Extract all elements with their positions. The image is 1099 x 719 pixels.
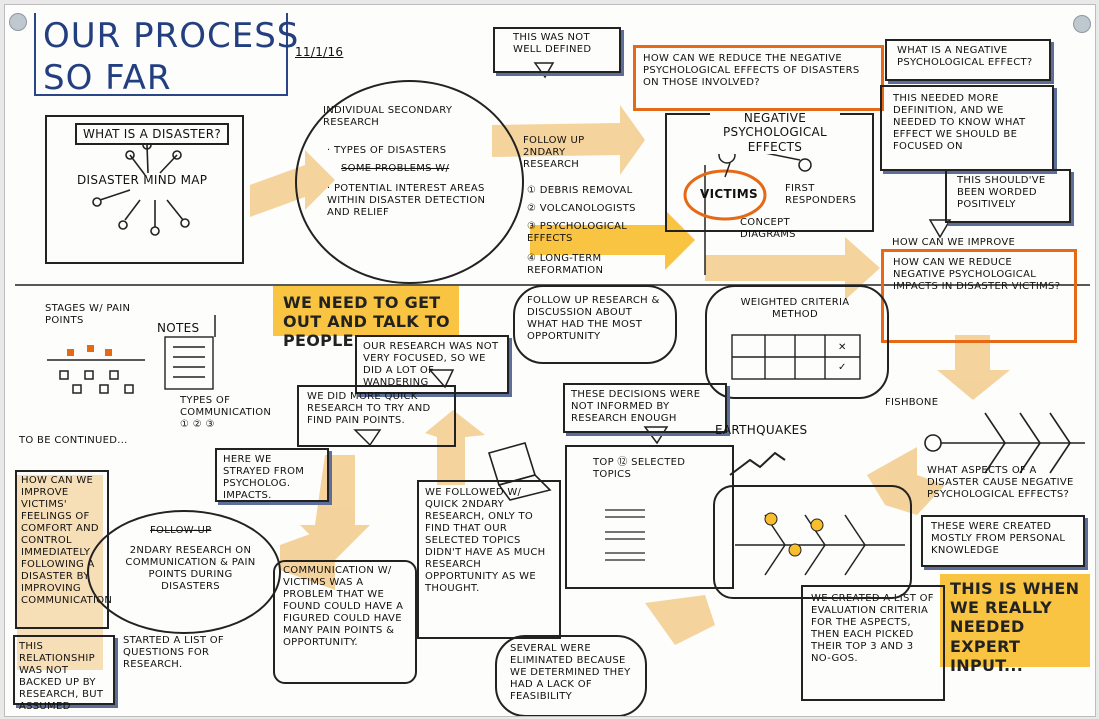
decisions-text: THESE DECISIONS WERE NOT INFORMED BY RES…: [571, 389, 701, 424]
checkmark-icon: ✓: [838, 362, 847, 373]
need-out-text: WE NEED TO GET OUT AND TALK TO PEOPLE: [283, 293, 450, 351]
victims-label: VICTIMS: [700, 187, 758, 201]
communication-box: [273, 560, 417, 684]
how-reduce-victims-text: HOW CAN WE REDUCE NEGATIVE PSYCHOLOGICAL…: [893, 257, 1061, 292]
highlight-bar: [273, 286, 459, 336]
research-focused-box: [355, 335, 509, 394]
what-negative-box: [885, 39, 1051, 81]
negative-effects-title: NEGATIVE PSYCHOLOGICAL EFFECTS: [710, 111, 840, 155]
how-improve-feelings-text: HOW CAN WE IMPROVE VICTIMS' FEELINGS OF …: [21, 475, 113, 606]
fishbone-label: FISHBONE: [885, 397, 939, 408]
second-research-text: 2ndARY RESEARCH ON COMMUNICATION & PAIN …: [125, 545, 256, 592]
several-eliminated-cloud: [495, 635, 647, 716]
how-reduce-text: HOW CAN WE REDUCE THE NEGATIVE PSYCHOLOG…: [643, 53, 860, 88]
earthquakes-label: EARTHQUAKES: [715, 423, 808, 437]
research-focused-text: OUR RESEARCH WAS NOT VERY FOCUSED, SO WE…: [363, 341, 499, 388]
list-item: ④ LONG-TERM REFORMATION: [527, 253, 604, 276]
what-aspects-text: WHAT ASPECTS OF A DISASTER CAUSE NEGATIV…: [927, 465, 1074, 500]
sketch-layer: [15, 13, 1090, 645]
communication-text: COMMUNICATION w/ VICTIMS WAS A PROBLEM T…: [283, 565, 404, 648]
secondary-item-1: · TYPES OF DISASTERS: [327, 145, 447, 156]
secondary-research-title: INDIVIDUAL SECONDARY RESEARCH: [323, 105, 453, 128]
top-topics-box: [565, 445, 734, 589]
followed-box: [417, 480, 561, 639]
list-item: ① DEBRIS REMOVAL: [527, 185, 633, 196]
secondary-item-1b: SOME PROBLEMS w/: [341, 163, 450, 174]
highlight-bar: [940, 574, 1090, 667]
what-negative-text: WHAT IS A NEGATIVE PSYCHOLOGICAL EFFECT?: [897, 45, 1033, 68]
types-communication-label: TYPES OF COMMUNICATION ① ② ③: [180, 395, 272, 430]
needed-definition-text: THIS NEEDED MORE DEFINITION, AND WE NEED…: [893, 93, 1026, 152]
secondary-item-2: · POTENTIAL INTEREST AREAS WITHIN DISAST…: [327, 183, 486, 218]
concept-diagrams-label: CONCEPT DIAGRAMS: [740, 217, 796, 240]
to-be-continued-label: TO BE CONTINUED...: [19, 435, 128, 446]
expert-input-text: THIS IS WHEN WE REALLY NEEDED EXPERT INP…: [950, 579, 1080, 675]
page-title: OUR PROCESS SO FAR: [43, 16, 300, 98]
cross-icon: ✕: [838, 342, 847, 353]
follow-up-title: FOLLOW UP 2ndARY RESEARCH: [523, 135, 585, 170]
pin-icon: [9, 13, 27, 31]
eval-criteria-box: [801, 585, 945, 701]
notes-label: NOTES: [157, 321, 200, 335]
weighted-criteria-cloud: [705, 285, 889, 399]
secondary-research-circle: [295, 80, 524, 284]
top-topics-label: TOP ⑫ SELECTED TOPICS: [593, 457, 686, 480]
first-responders-label: FIRST RESPONDERS: [785, 183, 857, 206]
not-defined-box: [493, 27, 621, 73]
created-mostly-text: THESE WERE CREATED MOSTLY FROM PERSONAL …: [931, 521, 1066, 556]
mind-map-frame: [45, 115, 244, 264]
weighted-criteria-label: WEIGHTED CRITERIA METHOD: [740, 297, 850, 320]
worded-positively-box: [945, 169, 1071, 223]
communication-research-circle: [87, 510, 281, 634]
quick-research-box: [297, 385, 456, 447]
strayed-text: HERE WE STRAYED FROM PSYCHOLOG. IMPACTS.: [223, 454, 305, 501]
follow-up-cloud: [513, 285, 677, 364]
list-item: ② VOLCANOLOGISTS: [527, 203, 636, 214]
how-improve-label: HOW CAN WE IMPROVE: [892, 237, 1016, 248]
pin-icon: [1073, 15, 1091, 33]
follow-up-cloud-text: FOLLOW UP RESEARCH & DISCUSSION ABOUT WH…: [527, 295, 660, 342]
not-defined-text: THIS WAS NOT WELL DEFINED: [513, 32, 592, 55]
several-eliminated-text: SEVERAL WERE ELIMINATED BECAUSE WE DETER…: [510, 643, 631, 702]
evaluation-fish-frame: [713, 485, 912, 599]
relationship-text: THIS RELATIONSHIP WAS NOT BACKED UP BY R…: [19, 641, 104, 712]
date-label: 11/1/16: [295, 45, 344, 59]
stages-label: STAGES w/ PAIN POINTS: [45, 303, 131, 326]
relationship-box: [13, 635, 115, 705]
what-is-disaster-label: WHAT IS A DISASTER?: [75, 123, 230, 146]
started-list-text: STARTED A LIST OF QUESTIONS FOR RESEARCH…: [123, 635, 224, 670]
topics-sketch: [605, 509, 645, 561]
decisions-box: [563, 383, 727, 433]
list-item: ③ PSYCHOLOGICAL EFFECTS: [527, 221, 628, 244]
strayed-box: [215, 448, 329, 502]
worded-positively-text: THIS SHOULD'VE BEEN WORDED POSITIVELY: [957, 175, 1046, 210]
followed-text: WE FOLLOWED w/ QUICK 2ndARY RESEARCH, ON…: [425, 487, 546, 594]
created-mostly-box: [921, 515, 1085, 567]
mind-map-label: DISASTER MIND MAP: [77, 173, 208, 187]
whiteboard: OUR PROCESS SO FAR 11/1/16 WHAT IS A DIS…: [4, 4, 1096, 717]
how-reduce-box: [633, 45, 884, 111]
quick-research-text: WE DID MORE QUICK RESEARCH TO TRY AND FI…: [307, 391, 431, 426]
follow-up-struck-label: FOLLOW-UP: [150, 525, 212, 536]
